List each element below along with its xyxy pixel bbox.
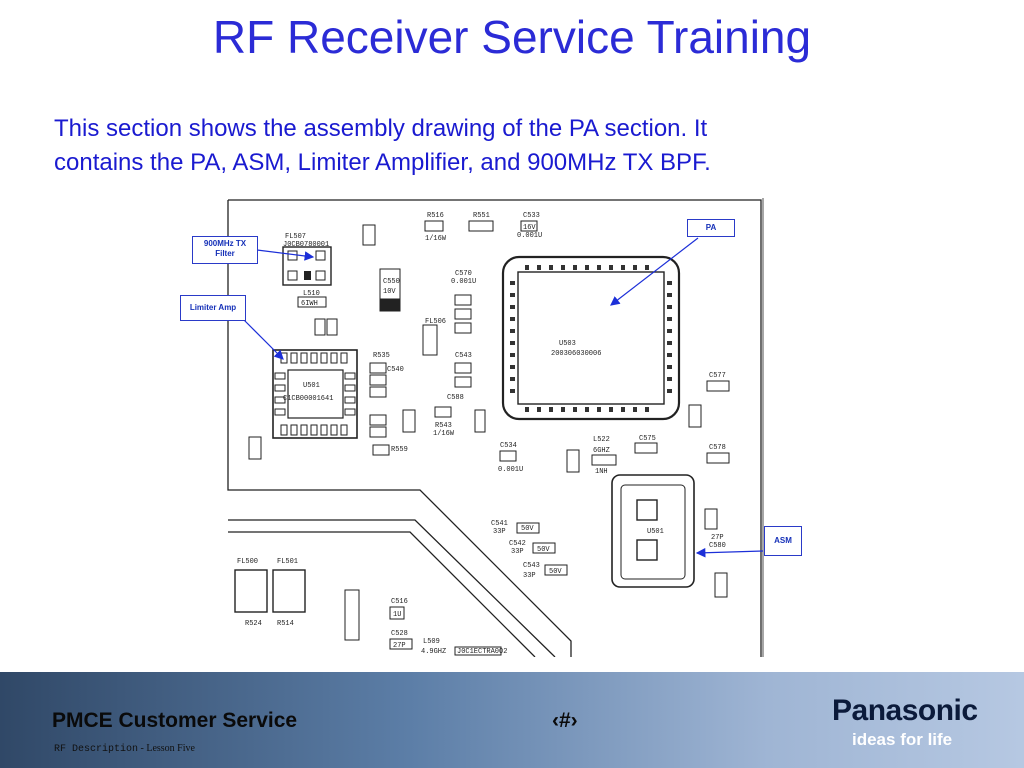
r551-label: R551 [473,212,490,220]
c533-label: C533 [523,212,540,220]
c580-label: C580 [709,542,726,550]
c550-label: C550 [383,278,400,286]
c540-label: C540 [387,366,404,374]
l509-value: 4.9GHZ [421,648,446,656]
fl507-part: J0CB0780001 [283,241,329,249]
small-components [248,220,730,656]
slide-body-text: This section shows the assembly drawing … [54,112,874,180]
callout-900mhz-tx-filter: 900MHz TX Filter [192,236,258,264]
callout-asm-label: ASM [774,536,792,545]
c577-label: C577 [709,372,726,380]
c528-label: C528 [391,630,408,638]
asm-module: U501 [611,474,695,588]
fl507-filter: FL507 J0CB0780001 L510 6IWH [282,233,332,308]
c543b-volt: 50V [549,568,562,576]
r516-label: R516 [427,212,444,220]
callout-pa-label: PA [705,223,717,232]
fl500-fl501: FL500 FL501 R524 R514 [234,558,306,628]
c575-label: C575 [639,435,656,443]
fl501-label: FL501 [277,558,298,566]
pcb-drawing-svg: U503 200306030006 U501 C1CB00001641 [227,198,764,658]
slide-title: RF Receiver Service Training [212,11,812,63]
c533-val2: 0.001U [517,232,542,240]
c543-label: C543 [455,352,472,360]
l522-val1: 6GHZ [593,447,610,455]
c550-value: 10V [383,288,396,296]
c516-value: 1U [393,611,401,619]
c533-val1: 16V [523,224,536,232]
footer-page-number: ‹#› [552,709,578,732]
l510-value: 6IWH [301,300,318,308]
l509-label: L509 [423,638,440,646]
callout-tx-filter-line1: 900MHz TX [203,239,247,248]
c541-volt: 50V [521,525,534,533]
r543-value: 1/16W [433,430,455,438]
fl507-label: FL507 [285,233,306,241]
footer-lesson-number: - Lesson Five [138,743,195,754]
c578-label: C578 [709,444,726,452]
callout-arrows [242,237,764,558]
c516-label: C516 [391,598,408,606]
u501-part: C1CB00001641 [283,395,333,403]
c534-value: 0.001U [498,466,523,474]
component-labels: R516 1/16W R551 C533 16V 0.001U C570 0.0… [373,212,726,656]
body-line-1: This section shows the assembly drawing … [54,115,708,142]
callout-pa: PA [687,219,735,237]
c570-label: C570 [455,270,472,278]
u501-label: U501 [303,382,320,390]
u503-pa-chip: U503 200306030006 [501,255,681,421]
fl506-label: FL506 [425,318,446,326]
c534-label: C534 [500,442,517,450]
callout-tx-filter-line2: Filter [215,249,235,258]
l522-label: L522 [593,436,610,444]
c588-label: C588 [447,394,464,402]
c543b-label: C543 [523,562,540,570]
c543b-value: 33P [523,572,536,580]
c542-value: 33P [511,548,524,556]
fl500-label: FL500 [237,558,258,566]
body-line-2: contains the PA, ASM, Limiter Amplifier,… [54,149,711,176]
callout-asm: ASM [764,526,802,556]
r516-value: 1/16W [425,235,447,243]
callout-limiter-amp-label: Limiter Amp [189,303,237,312]
r535-label: R535 [373,352,390,360]
j-part-label: J0C1ECTRA002 [457,648,507,656]
c528-value: 27P [393,642,406,650]
c541-value: 33P [493,528,506,536]
r524-label: R524 [245,620,262,628]
callout-limiter-amp: Limiter Amp [180,295,246,321]
r543-label: R543 [435,422,452,430]
footer-company-label: PMCE Customer Service [52,709,298,732]
c580-value: 27P [711,534,724,542]
u501-limiter-chip: U501 C1CB00001641 [272,349,358,439]
board-outline [227,198,764,658]
u503-part: 200306030006 [551,350,601,358]
c570-value: 0.001U [451,278,476,286]
footer-lesson-label: RF Description - Lesson Five [54,743,195,755]
panasonic-logo: Panasonic [832,694,978,727]
l522-val2: 1NH [595,468,608,476]
c542-volt: 50V [537,546,550,554]
r559-label: R559 [391,446,408,454]
c542-label: C542 [509,540,526,548]
l510-label: L510 [303,290,320,298]
u503-label: U503 [559,340,576,348]
brand-tagline: ideas for life [852,730,953,749]
slide-footer: PMCE Customer Service ‹#› RF Description… [0,672,1024,768]
footer-lesson-topic: RF Description [54,744,139,755]
u501b-label: U501 [647,528,664,536]
c541-label: C541 [491,520,508,528]
pcb-assembly-drawing: U503 200306030006 U501 C1CB00001641 [180,195,805,658]
r514-label: R514 [277,620,294,628]
